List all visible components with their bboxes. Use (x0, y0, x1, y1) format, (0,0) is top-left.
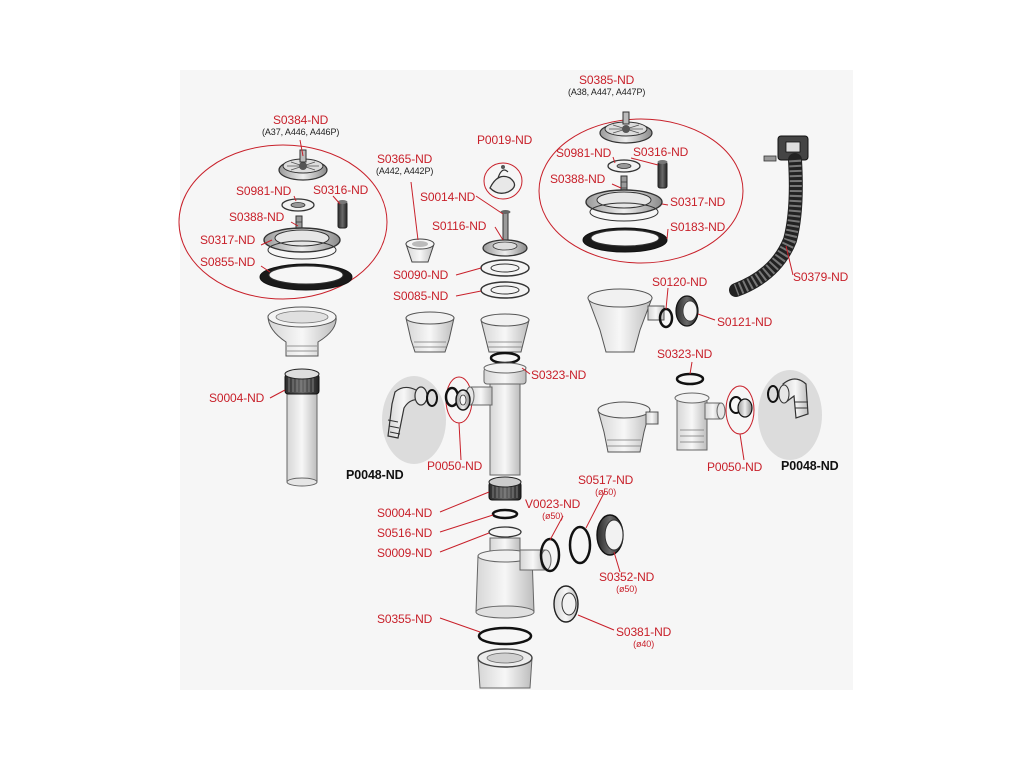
label-s0004-bottom: S0004-ND (377, 506, 433, 520)
label-s0981-right: S0981-ND (556, 146, 612, 160)
label-s0014: S0014-ND (420, 190, 476, 204)
label-s0085: S0085-ND (393, 289, 449, 303)
washer-s0090 (480, 259, 530, 277)
label-s0855: S0855-ND (200, 255, 256, 269)
label-p0050-right: P0050-ND (707, 460, 763, 474)
overflow-cone-right (587, 288, 665, 353)
leader-lines (260, 139, 794, 633)
cup-right (597, 401, 659, 453)
washer-s0085 (480, 281, 530, 299)
tube-s0004-left (284, 368, 320, 487)
label-p0048-left: P0048-ND (346, 468, 404, 482)
label-p0050-left: P0050-ND (427, 459, 483, 473)
ring-s0323-right (675, 372, 705, 386)
screw-s0014 (500, 210, 511, 243)
label-s0183: S0183-ND (670, 220, 726, 234)
label-p0048-right: P0048-ND (781, 459, 839, 473)
nut-s0121 (675, 295, 699, 327)
label-s0352: S0352-ND(ø50) (599, 570, 655, 594)
washer-s0981-right (607, 159, 641, 173)
label-s0323-center: S0323-ND (531, 368, 587, 382)
strainer-basket-left (278, 149, 328, 181)
cup-s0365 (405, 238, 435, 263)
nut-p0050-right (729, 396, 753, 418)
label-s0009: S0009-ND (377, 546, 433, 560)
screw-s0316-right (657, 160, 668, 189)
label-s0120: S0120-ND (652, 275, 708, 289)
label-s0004-left: S0004-ND (209, 391, 265, 405)
label-s0385: S0385-ND(A38, A447, A447P) (568, 73, 646, 97)
overflow-body-left (405, 311, 455, 353)
strainer-body-left (267, 306, 337, 357)
label-s0316-right: S0316-ND (633, 145, 689, 159)
label-v0023: V0023-ND(ø50) (525, 497, 581, 521)
strainer-basket-right (599, 111, 653, 144)
label-s0090: S0090-ND (393, 268, 449, 282)
screw-s0316-left (337, 200, 348, 229)
label-p0019: P0019-ND (477, 133, 533, 147)
label-s0381: S0381-ND(ø40) (616, 625, 672, 649)
left-strainer-group-outline (178, 144, 388, 300)
label-s0121: S0121-ND (717, 315, 773, 329)
p0019-outline (483, 162, 523, 200)
label-s0388-right: S0388-ND (550, 172, 606, 186)
cap-bottom (477, 648, 533, 689)
ring-s0323-center (489, 351, 521, 365)
reducer-s0381 (553, 585, 579, 623)
tee-right (674, 392, 726, 451)
nut-s0004-bottom (488, 476, 522, 501)
washer-s0981-left (281, 198, 315, 212)
right-strainer-group-outline (538, 118, 744, 264)
label-s0379: S0379-ND (793, 270, 849, 284)
hose-s0379 (729, 135, 809, 297)
label-s0516: S0516-ND (377, 526, 433, 540)
overflow-body-center (480, 313, 530, 353)
elbow-p0048-right (767, 378, 809, 419)
label-s0517: S0517-ND(ø50) (578, 473, 634, 497)
label-s0116: S0116-ND (432, 219, 487, 233)
ring-s0516 (491, 508, 519, 520)
label-s0981-left: S0981-ND (236, 184, 292, 198)
ring-s0009 (488, 526, 522, 538)
stopper-p0019 (489, 165, 516, 194)
label-s0317-right: S0317-ND (670, 195, 726, 209)
gasket-s0855-left (259, 263, 353, 291)
elbow-p0048-left (387, 386, 438, 439)
flange-s0317-right (585, 189, 663, 222)
label-s0323-right: S0323-ND (657, 347, 713, 361)
label-s0317-left: S0317-ND (200, 233, 256, 247)
label-s0388-left: S0388-ND (229, 210, 285, 224)
flange-s0317-left (263, 227, 341, 260)
nut-s0352 (596, 514, 624, 556)
label-s0355: S0355-ND (377, 612, 433, 626)
nut-p0050-left (444, 386, 471, 411)
label-s0316-left: S0316-ND (313, 183, 369, 197)
ring-s0355 (477, 626, 533, 646)
label-s0384: S0384-ND(A37, A446, A446P) (262, 113, 340, 137)
label-s0365: S0365-ND(A442, A442P) (376, 152, 434, 176)
gasket-s0183-right (582, 227, 668, 253)
bottle-trap-body (475, 537, 552, 619)
flange-s0116 (482, 239, 528, 257)
